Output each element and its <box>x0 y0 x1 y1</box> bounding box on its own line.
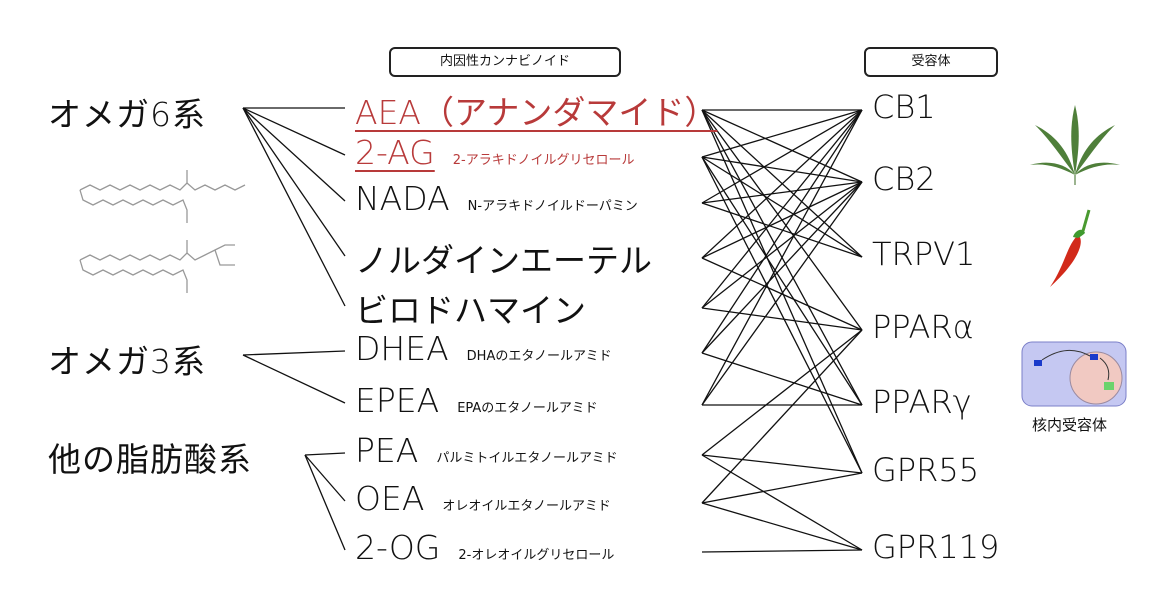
chili-pepper-icon <box>1050 209 1091 287</box>
2ag-structure-icon <box>79 240 235 293</box>
ligand-0: AEA（アナンダマイド） <box>355 86 717 134</box>
nuclear-receptor-label: 核内受容体 <box>1032 416 1108 434</box>
ligand-receptor-edge <box>701 549 863 553</box>
receptors-header: 受容体 <box>864 47 998 77</box>
ligand-1: 2-AG 2-アラキドノイルグリセロール <box>355 133 634 172</box>
ligand-receptor-edge <box>701 109 863 474</box>
ligand-receptor-edge <box>701 156 863 183</box>
ligand-receptor-edge <box>701 454 863 474</box>
ligand-9: 2-OG 2-オレオイルグリセロール <box>355 528 614 567</box>
ligand-name: ビロドハマイン <box>355 291 586 330</box>
ligand-6: EPEA EPAのエタノールアミド <box>355 381 598 420</box>
ligand-full-name: 2-アラキドノイルグリセロール <box>452 153 635 168</box>
ligand-receptor-edge <box>701 156 863 258</box>
ligand-name: 2-AG <box>355 133 435 172</box>
ligand-full-name: DHAのエタノールアミド <box>466 349 612 364</box>
cannabis-leaf-icon <box>1030 105 1120 185</box>
ligand-receptor-edge <box>701 181 863 259</box>
ligand-full-name: EPAのエタノールアミド <box>457 401 598 416</box>
receptor-pparα: PPARα <box>872 308 974 346</box>
ligand-receptor-edge <box>701 329 863 504</box>
ligand-4: ビロドハマイン <box>355 284 586 332</box>
ligand-full-name: オレオイルエタノールアミド <box>442 499 611 514</box>
ligand-name: ノルダインエーテル <box>355 241 652 280</box>
ligand-7: PEA パルミトイルエタノールアミド <box>355 431 618 470</box>
ligand-receptor-edge <box>701 181 863 204</box>
nuclear-receptor-icon <box>1021 341 1127 407</box>
ligand-receptor-edge <box>701 329 863 456</box>
group-link-line <box>242 107 346 257</box>
ligand-8: OEA オレオイルエタノールアミド <box>355 479 611 518</box>
receptor-pparγ: PPARγ <box>872 383 972 421</box>
group-link-line <box>242 107 346 202</box>
group-link-line <box>304 454 346 551</box>
ligand-receptor-edge <box>701 454 863 551</box>
group-other-fatty-acids: 他の脂肪酸系 <box>48 440 252 479</box>
ligand-name: EPEA <box>355 381 440 420</box>
ligand-receptor-edge <box>701 109 863 204</box>
chemical-structure-images <box>79 170 246 293</box>
group-link-line <box>304 452 346 456</box>
receptor-cb2: CB2 <box>872 160 936 198</box>
ligand-full-name: 2-オレオイルグリセロール <box>458 548 615 563</box>
ligand-receptor-edge <box>701 156 863 406</box>
group-link-line <box>242 107 346 156</box>
group-omega6: オメガ6系 <box>48 95 206 134</box>
ligands-header: 内因性カンナビノイド <box>389 47 621 77</box>
anandamide-structure-icon <box>79 170 246 223</box>
group-link-line <box>242 107 346 307</box>
ligand-receptor-edge <box>701 109 863 259</box>
ligand-full-name: N-アラキドノイルドーパミン <box>467 199 638 214</box>
ligand-receptor-edge <box>701 109 863 183</box>
ligand-receptor-edge <box>701 156 863 474</box>
ligand-receptor-edge <box>701 352 863 406</box>
ligand-name: NADA <box>355 179 450 218</box>
ligand-name: DHEA <box>355 329 449 368</box>
ligand-3: ノルダインエーテル <box>355 234 652 282</box>
ligand-full-name: パルミトイルエタノールアミド <box>436 451 618 466</box>
receptor-gpr55: GPR55 <box>872 451 980 489</box>
receptor-trpv1: TRPV1 <box>872 235 976 273</box>
ligand-receptor-edge <box>701 202 863 258</box>
ligand-name: 2-OG <box>355 528 441 567</box>
ligand-name: AEA（アナンダマイド） <box>355 93 718 132</box>
ligand-2: NADA N-アラキドノイルドーパミン <box>355 179 638 218</box>
receptor-gpr119: GPR119 <box>872 528 1000 566</box>
ligand-receptor-edge <box>701 181 863 354</box>
ligand-receptor-edge <box>701 109 863 309</box>
group-link-line <box>242 354 346 404</box>
ligand-receptor-edge <box>701 502 863 551</box>
group-link-line <box>304 454 346 502</box>
ligand-name: OEA <box>355 479 425 518</box>
ligand-receptor-edge <box>701 109 863 406</box>
ligand-receptor-edge <box>701 109 863 354</box>
ligand-receptor-edge <box>701 472 863 504</box>
ligand-5: DHEA DHAのエタノールアミド <box>355 329 612 368</box>
ligand-receptor-edge <box>701 109 863 158</box>
ligand-receptor-edge <box>701 181 863 309</box>
group-omega3: オメガ3系 <box>48 342 206 381</box>
group-link-line <box>242 350 346 356</box>
receptor-cb1: CB1 <box>872 88 936 126</box>
ligand-receptor-edge <box>701 181 863 406</box>
ligand-name: PEA <box>355 431 419 470</box>
